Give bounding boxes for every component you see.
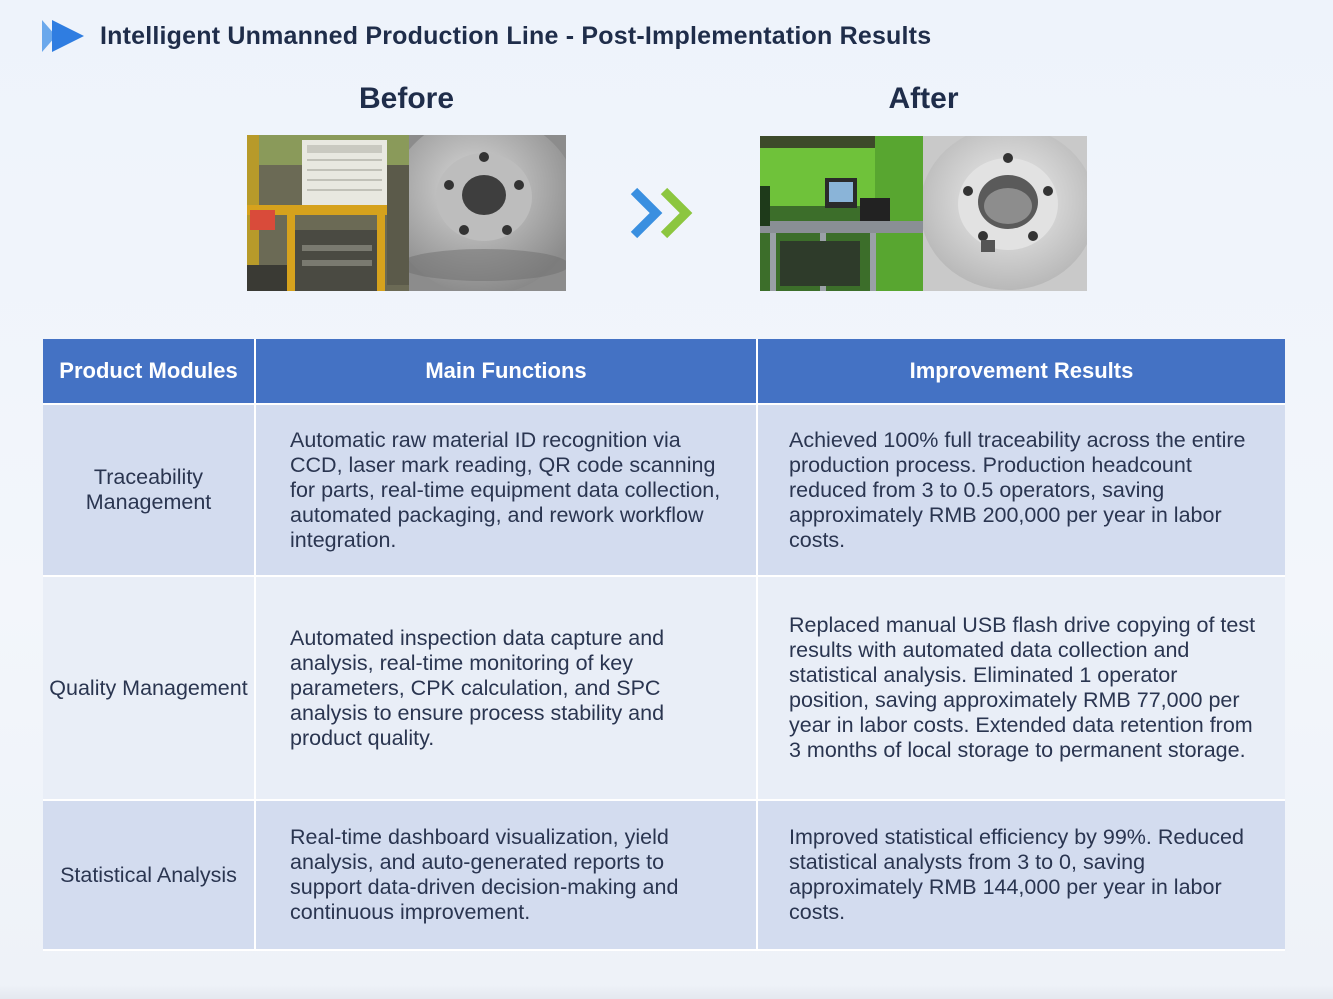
table-row: Statistical Analysis Real-time dashboard…: [43, 801, 1285, 951]
results-text: Improved statistical efficiency by 99%. …: [789, 825, 1244, 924]
before-brake-disc-photo: [409, 135, 566, 291]
results-text: Achieved 100% full traceability across t…: [789, 427, 1246, 552]
results-cell: Improved statistical efficiency by 99%. …: [758, 801, 1285, 951]
results-text: Replaced manual USB flash drive copying …: [789, 613, 1256, 762]
before-production-line-photo: [247, 135, 409, 291]
functions-text: Real-time dashboard visualization, yield…: [290, 825, 679, 924]
header: Intelligent Unmanned Production Line - P…: [42, 16, 931, 56]
functions-cell: Real-time dashboard visualization, yield…: [256, 801, 758, 951]
column-header-main-functions: Main Functions: [256, 339, 758, 405]
before-label: Before: [358, 82, 455, 115]
functions-cell: Automatic raw material ID recognition vi…: [256, 405, 758, 577]
column-header-product-modules: Product Modules: [43, 339, 256, 405]
page-title: Intelligent Unmanned Production Line - P…: [100, 21, 932, 50]
module-cell: Quality Management: [43, 577, 256, 801]
module-cell: Traceability Management: [43, 405, 256, 577]
functions-text: Automated inspection data capture and an…: [290, 625, 665, 750]
functions-cell: Automated inspection data capture and an…: [256, 577, 758, 801]
functions-text: Automatic raw material ID recognition vi…: [290, 427, 721, 552]
table-header-row: Product Modules Main Functions Improveme…: [43, 339, 1285, 405]
after-photos: [760, 136, 1087, 291]
bottom-edge: [0, 985, 1333, 999]
module-cell: Statistical Analysis: [43, 801, 256, 951]
before-photos: [247, 135, 566, 291]
results-cell: Replaced manual USB flash drive copying …: [758, 577, 1285, 801]
results-table: Product Modules Main Functions Improveme…: [43, 339, 1285, 951]
table-row: Quality Management Automated inspection …: [43, 577, 1285, 801]
after-brake-disc-photo: [923, 136, 1087, 291]
double-chevron-right-icon: [628, 185, 698, 241]
table-row: Traceability Management Automatic raw ma…: [43, 405, 1285, 577]
double-chevron-right-icon: [42, 18, 86, 54]
column-header-improvement-results: Improvement Results: [758, 339, 1285, 405]
after-production-line-photo: [760, 136, 923, 291]
results-cell: Achieved 100% full traceability across t…: [758, 405, 1285, 577]
after-label: After: [888, 82, 959, 115]
